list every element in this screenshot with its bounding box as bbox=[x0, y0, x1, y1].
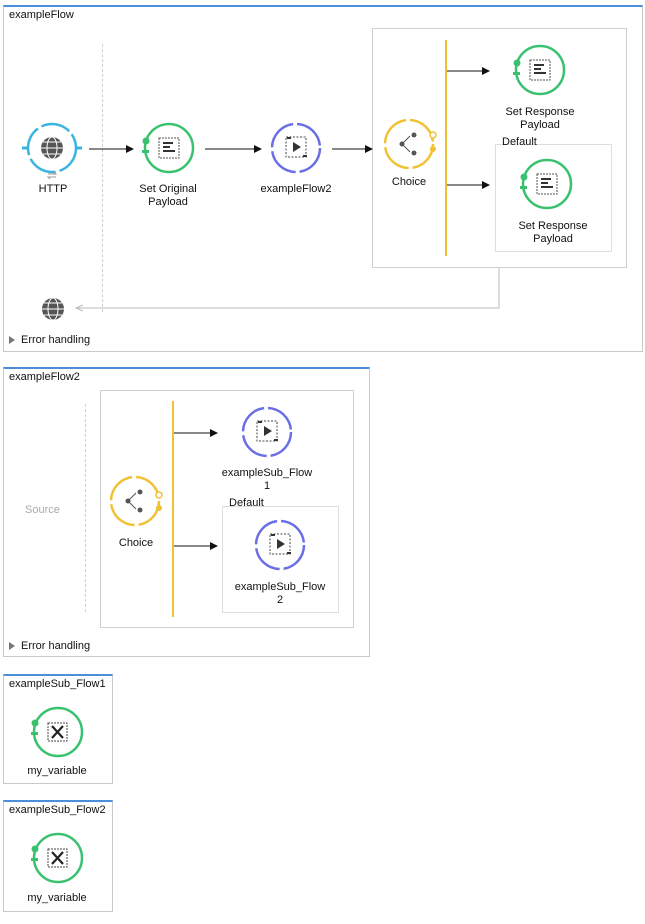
default-route-label: Default bbox=[502, 136, 537, 148]
flow-reference-icon bbox=[269, 533, 291, 555]
source-divider bbox=[85, 404, 86, 612]
error-handling-label: Error handling bbox=[21, 640, 91, 652]
error-handling-label: Error handling bbox=[21, 334, 91, 346]
set-payload-icon bbox=[158, 137, 180, 159]
choice-router-line bbox=[172, 401, 174, 617]
choice-router[interactable] bbox=[106, 473, 166, 533]
http-listener[interactable] bbox=[18, 120, 88, 180]
expand-triangle-icon bbox=[9, 336, 15, 344]
set-original-payload-label: Set Original Payload bbox=[139, 183, 197, 208]
expand-triangle-icon bbox=[9, 642, 15, 650]
default-route-label: Default bbox=[229, 497, 264, 509]
set-payload-icon bbox=[536, 173, 558, 195]
set-payload-icon bbox=[529, 59, 551, 81]
set-response-payload-1[interactable] bbox=[508, 42, 568, 102]
subflow-ref-1-label: exampleSub_Flow 1 bbox=[221, 467, 313, 492]
set-variable-icon bbox=[47, 848, 68, 868]
flow-reference-exampleflow2[interactable] bbox=[267, 120, 327, 180]
source-divider bbox=[102, 44, 103, 312]
choice-icon bbox=[399, 132, 417, 156]
set-response-payload-1-label: Set Response Payload bbox=[505, 106, 575, 131]
my-variable-label: my_variable bbox=[27, 892, 87, 904]
choice-router[interactable] bbox=[380, 116, 440, 176]
set-variable-icon bbox=[47, 722, 68, 742]
source-placeholder: Source bbox=[25, 504, 60, 516]
flow-title: exampleSub_Flow1 bbox=[9, 678, 106, 690]
flow-reference-icon bbox=[285, 136, 307, 158]
flow-title: exampleFlow2 bbox=[9, 371, 80, 383]
set-variable-my-variable[interactable] bbox=[27, 704, 87, 764]
set-response-payload-2-label: Set Response Payload bbox=[518, 220, 588, 245]
flow-title: exampleFlow bbox=[9, 9, 74, 21]
globe-icon bbox=[42, 297, 64, 321]
set-variable-my-variable[interactable] bbox=[27, 830, 87, 890]
choice-label: Choice bbox=[391, 176, 427, 188]
flow-reference-icon bbox=[256, 420, 278, 442]
subflow-ref-2-label: exampleSub_Flow 2 bbox=[234, 581, 326, 606]
choice-router-line bbox=[445, 40, 447, 256]
my-variable-label: my_variable bbox=[27, 765, 87, 777]
globe-icon bbox=[41, 136, 63, 160]
exchange-icon bbox=[46, 171, 58, 180]
set-response-payload-2[interactable] bbox=[515, 156, 575, 216]
http-label: HTTP bbox=[38, 183, 68, 195]
error-handling-toggle[interactable]: Error handling bbox=[9, 640, 90, 652]
choice-icon bbox=[125, 489, 143, 513]
flow-reference-subflow2[interactable] bbox=[251, 517, 311, 577]
flow-reference-label: exampleFlow2 bbox=[260, 183, 332, 195]
error-handling-toggle[interactable]: Error handling bbox=[9, 334, 90, 346]
choice-label: Choice bbox=[118, 537, 154, 549]
flow-title: exampleSub_Flow2 bbox=[9, 804, 106, 816]
set-original-payload[interactable] bbox=[140, 120, 200, 180]
flow-reference-subflow1[interactable] bbox=[238, 404, 298, 464]
